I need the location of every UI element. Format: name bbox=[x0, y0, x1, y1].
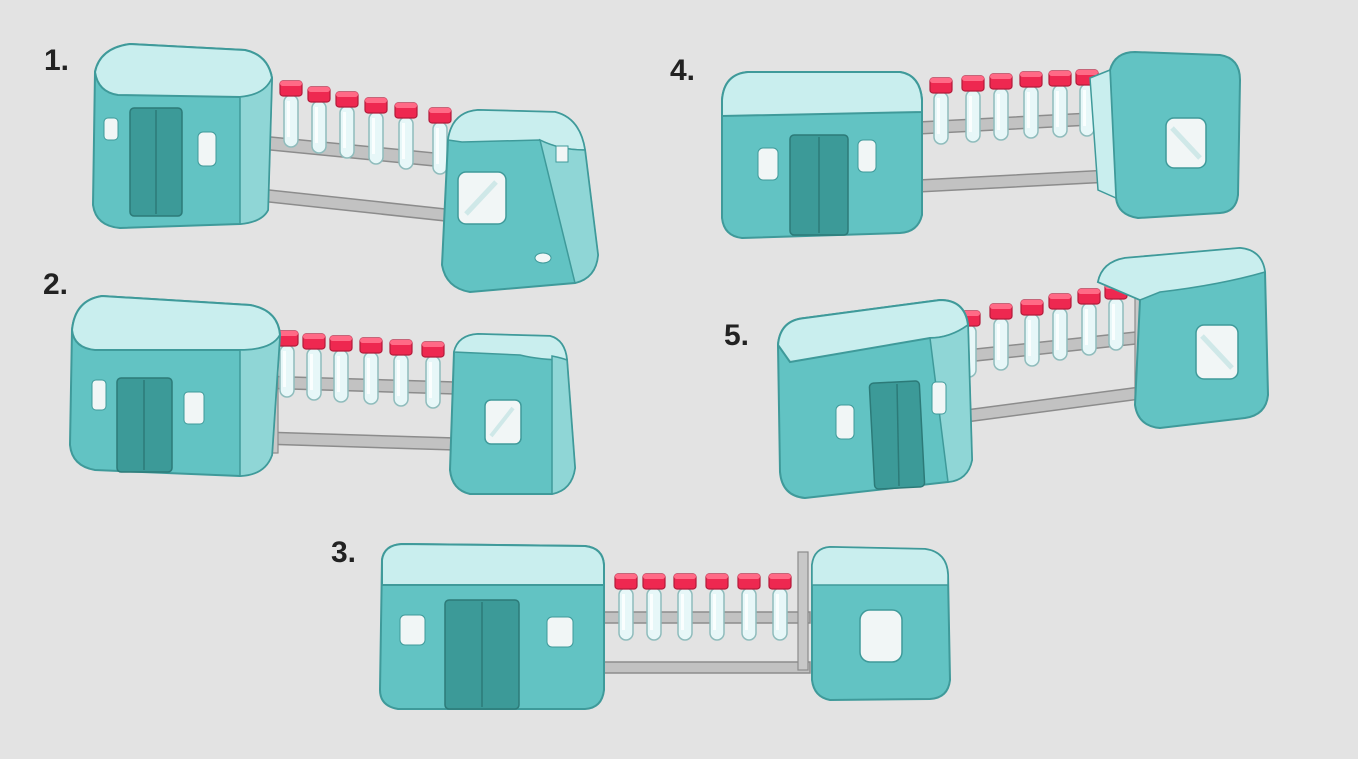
window bbox=[835, 404, 855, 440]
window bbox=[197, 131, 217, 167]
left-cabin bbox=[776, 298, 974, 500]
variant-label-4: 4. bbox=[670, 54, 696, 87]
window bbox=[91, 379, 107, 411]
tube-rack bbox=[597, 551, 811, 674]
right-cabin bbox=[448, 332, 577, 495]
tube-rack bbox=[257, 330, 456, 454]
right-cabin bbox=[1096, 246, 1270, 430]
variant-2-illustration bbox=[68, 294, 577, 495]
window bbox=[857, 139, 877, 173]
window bbox=[931, 381, 947, 415]
variant-3-illustration bbox=[378, 542, 952, 710]
tube-rack bbox=[249, 80, 456, 223]
tube-rack bbox=[957, 283, 1156, 423]
variant-1-illustration bbox=[91, 42, 600, 294]
window bbox=[183, 391, 205, 425]
tube-rack bbox=[917, 69, 1111, 193]
variant-label-1: 1. bbox=[44, 44, 70, 77]
left-cabin bbox=[721, 71, 923, 240]
left-cabin bbox=[68, 294, 282, 478]
left-cabin bbox=[91, 42, 274, 230]
right-cabin bbox=[440, 108, 600, 294]
left-cabin bbox=[378, 542, 605, 710]
variant-label-3: 3. bbox=[331, 536, 357, 569]
window bbox=[757, 147, 779, 181]
door bbox=[868, 380, 926, 490]
variant-label-5: 5. bbox=[724, 319, 750, 352]
right-cabin bbox=[811, 545, 952, 702]
window bbox=[103, 117, 119, 141]
right-cabin bbox=[1089, 50, 1242, 220]
window bbox=[859, 609, 903, 663]
variant-4-illustration bbox=[721, 50, 1242, 240]
window bbox=[546, 616, 574, 648]
variant-5-illustration bbox=[776, 246, 1270, 500]
variant-label-2: 2. bbox=[43, 268, 69, 301]
window bbox=[399, 614, 426, 646]
